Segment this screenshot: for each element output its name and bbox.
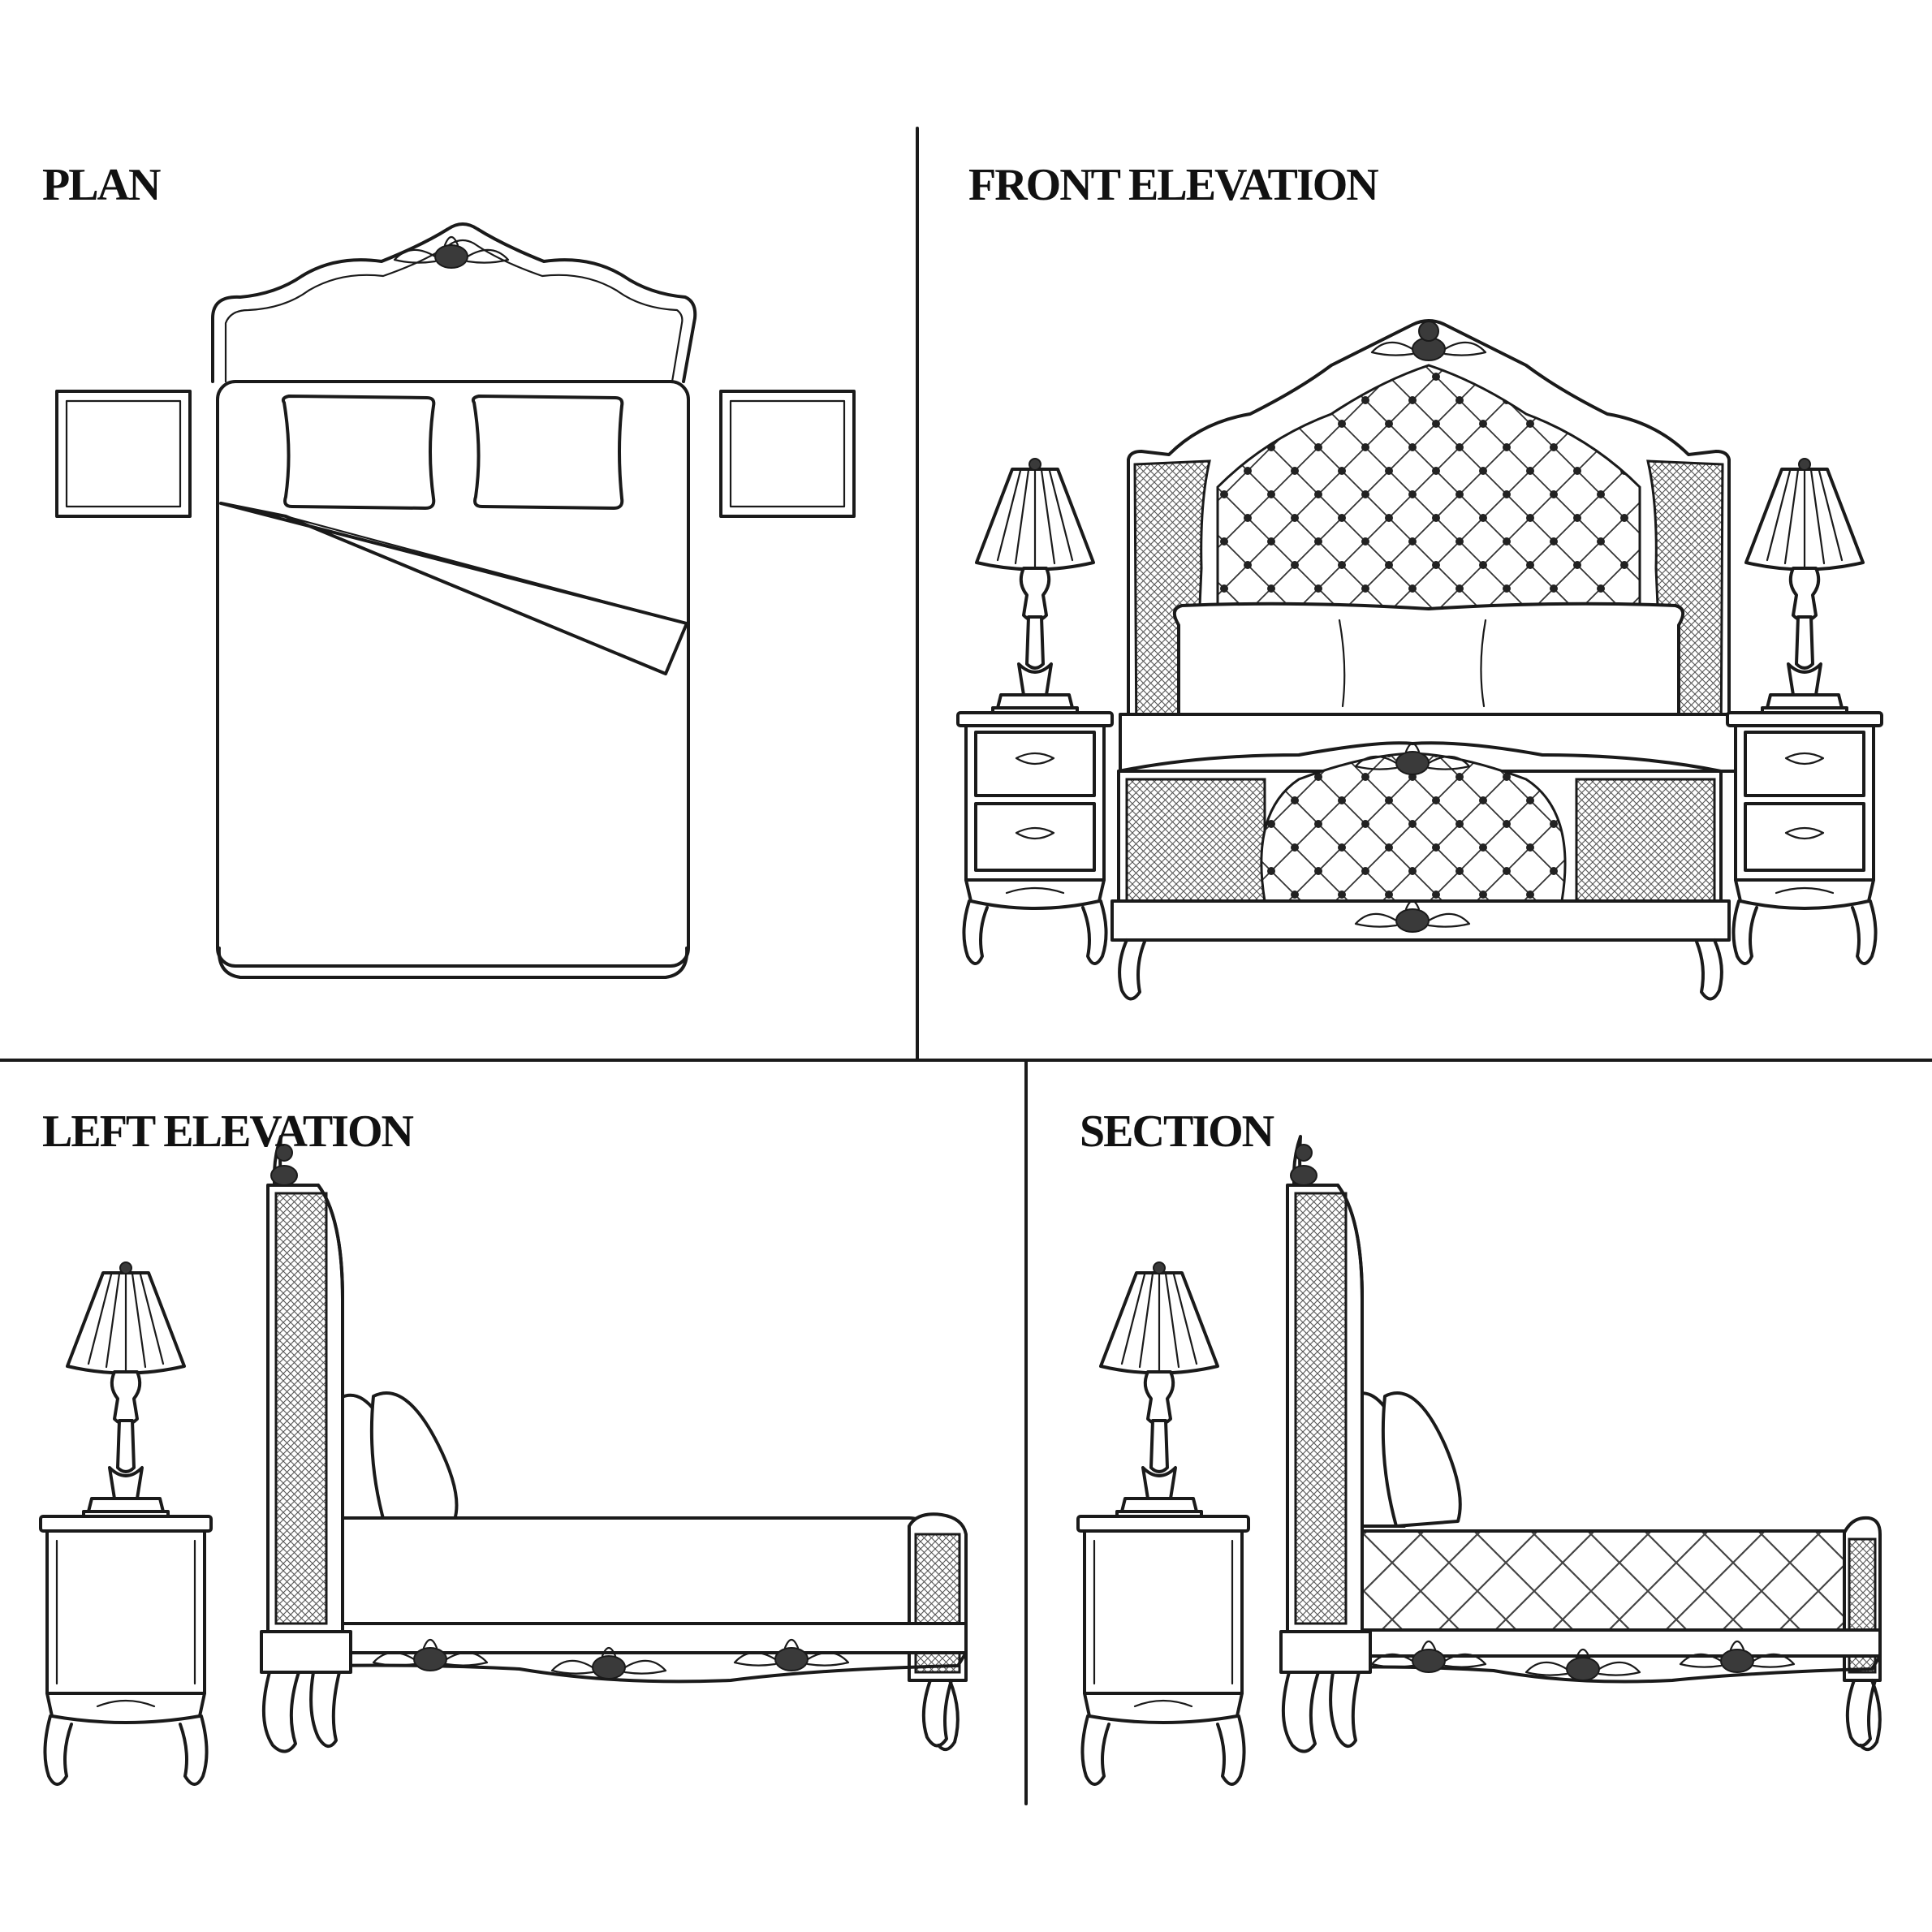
plan-duvet-fold xyxy=(219,502,688,675)
section-drawing xyxy=(1076,1135,1882,1786)
front-tufted-panel xyxy=(1216,364,1641,619)
section-headboard xyxy=(1279,1135,1372,1753)
left-elevation-title: LEFT ELEVATION xyxy=(42,1106,414,1157)
front-lamp-left xyxy=(975,457,1095,714)
left-headboard xyxy=(260,1135,352,1753)
plan-mattress xyxy=(216,380,690,968)
section-nightstand xyxy=(1076,1515,1250,1786)
front-elevation-title: FRONT ELEVATION xyxy=(968,160,1379,210)
section-pillow-front xyxy=(1381,1391,1462,1528)
plan-drawing xyxy=(55,222,856,979)
front-elevation-drawing xyxy=(956,319,1883,1001)
plan-crest-rosette xyxy=(393,235,510,270)
section-lamp xyxy=(1099,1261,1219,1518)
left-mattress xyxy=(328,1516,927,1625)
section-title: SECTION xyxy=(1080,1106,1274,1157)
plan-title: PLAN xyxy=(42,160,161,210)
left-pillow-front xyxy=(369,1391,459,1526)
left-lamp xyxy=(66,1261,186,1518)
front-nightstand-left xyxy=(956,711,1114,965)
plan-headboard xyxy=(211,222,697,383)
plan-pillow-left xyxy=(281,395,436,510)
front-lamp-right xyxy=(1744,457,1865,714)
plan-pillow-right xyxy=(471,395,624,510)
section-mattress-core xyxy=(1343,1529,1848,1632)
front-pillows xyxy=(1172,602,1685,716)
left-elevation-drawing xyxy=(39,1135,968,1786)
front-nightstand-right xyxy=(1726,711,1883,965)
plan-footboard xyxy=(217,947,689,979)
plan-nightstand-right xyxy=(719,390,856,518)
left-nightstand xyxy=(39,1515,213,1786)
panel-dividers xyxy=(0,127,1932,1805)
plan-nightstand-left xyxy=(55,390,192,518)
